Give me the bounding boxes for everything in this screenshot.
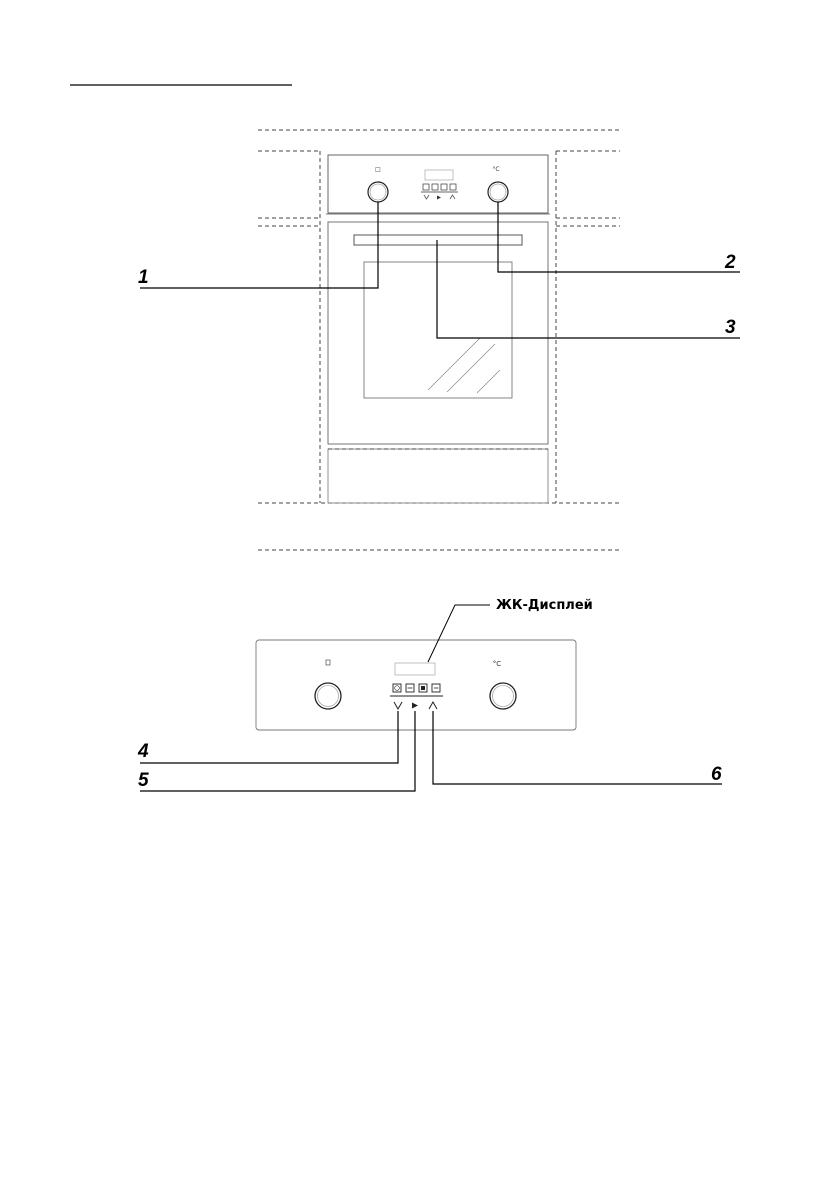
oven-chevron-down-icon (424, 195, 429, 199)
leader-3 (437, 240, 740, 338)
panel-key-timer[interactable] (419, 684, 427, 692)
lcd-display (395, 663, 435, 675)
function-knob-symbol (326, 660, 330, 665)
callout-2: 2 (724, 252, 736, 273)
cabinet-outline (258, 130, 620, 550)
chevron-up-icon[interactable] (429, 702, 437, 709)
glass-reflection (428, 338, 500, 393)
temperature-knob[interactable] (488, 182, 508, 202)
door-window (364, 262, 512, 398)
callout-1: 1 (138, 267, 149, 288)
leader-6 (433, 711, 722, 784)
panel-temperature-knob[interactable] (490, 683, 516, 709)
panel-key-timer-end[interactable] (432, 684, 440, 692)
leader-4 (140, 711, 398, 763)
oven-lcd-display (425, 170, 453, 180)
panel-key-timer-minus[interactable] (406, 684, 414, 692)
temperature-knob-symbol: °C (493, 660, 502, 668)
lcd-display-label: ЖК-Дисплей (496, 598, 593, 613)
oven-chevron-up-icon (450, 195, 455, 199)
oven-play-icon (437, 196, 441, 200)
oven-drawer (328, 449, 548, 503)
callout-5: 5 (138, 770, 149, 791)
leader-1 (140, 202, 378, 288)
oven-left-knob-symbol: □ (375, 166, 381, 173)
oven-keys (423, 184, 456, 190)
function-knob[interactable] (368, 182, 388, 202)
oven-door (328, 222, 548, 444)
panel-function-knob[interactable] (315, 683, 341, 709)
callout-3: 3 (725, 317, 736, 338)
panel-key-clock[interactable] (393, 684, 401, 692)
callout-6: 6 (711, 764, 722, 785)
leader-2 (498, 202, 740, 272)
play-icon[interactable] (412, 703, 418, 709)
oven-right-knob-symbol: °C (492, 166, 499, 173)
leader-5 (140, 711, 415, 791)
control-panel-closeup (256, 640, 576, 730)
lcd-leader (428, 605, 490, 662)
callout-4: 4 (137, 741, 149, 762)
chevron-down-icon[interactable] (394, 702, 402, 709)
door-handle[interactable] (354, 235, 522, 245)
